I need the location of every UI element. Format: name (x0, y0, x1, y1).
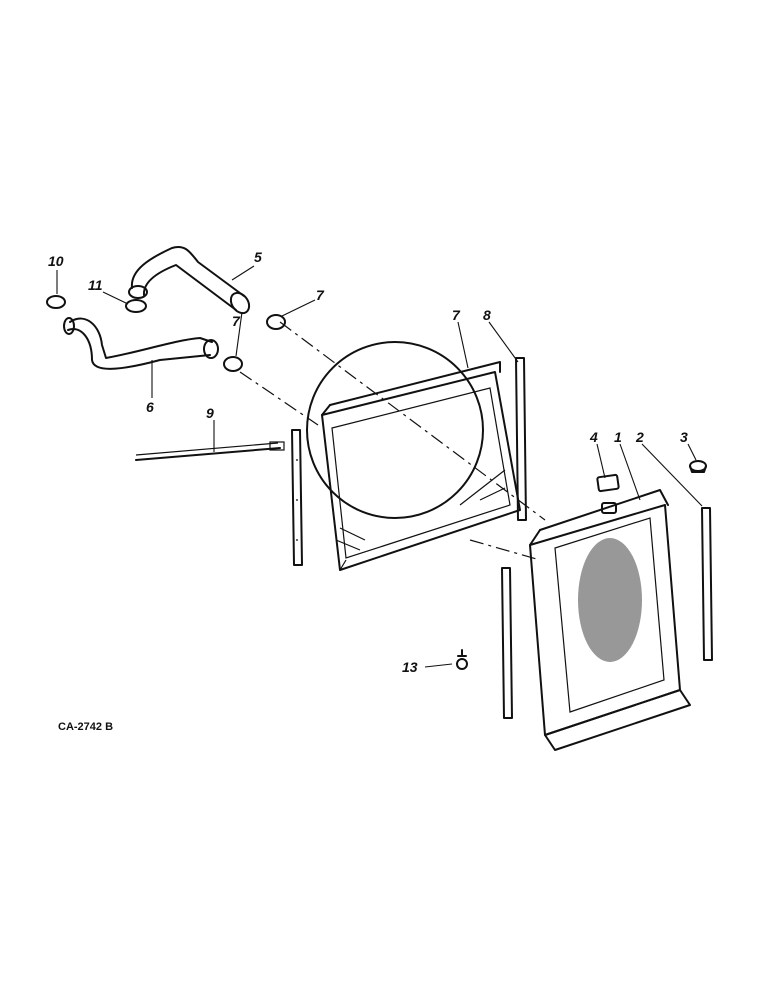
callout-labels: 10 11 5 7 7 6 9 7 8 4 1 2 3 13 (48, 249, 688, 675)
callout-8: 7 (452, 307, 461, 323)
clamp-part-7-upper (266, 314, 286, 330)
callout-1: 1 (614, 429, 622, 445)
callout-12: 11 (88, 277, 103, 293)
hose-clamps (46, 295, 286, 372)
radiator-seal-part-2 (701, 507, 713, 661)
radiator-part-1 (529, 489, 691, 751)
callout-13: 13 (402, 659, 418, 675)
clamp-part-7-lower (223, 356, 243, 372)
drain-cock-part-13 (456, 649, 468, 670)
callout-5: 5 (254, 249, 262, 265)
alignment-lines (239, 321, 546, 561)
callout-6: 6 (146, 399, 154, 415)
radiator-cap-part-3 (689, 460, 707, 473)
callout-9: 8 (483, 307, 491, 323)
callout-10: 9 (206, 405, 214, 421)
gasket-part-4 (596, 473, 620, 493)
upper-hose-part-5 (128, 246, 251, 315)
callout-2: 2 (635, 429, 644, 445)
callout-3: 3 (680, 429, 688, 445)
fan-shroud-part-8 (306, 341, 521, 571)
shroud-seal-part-9 (515, 357, 527, 521)
lower-hose-part-6 (63, 317, 219, 370)
callout-7-lower: 7 (232, 313, 241, 329)
clamp-part-12 (125, 299, 147, 313)
callout-11: 10 (48, 253, 64, 269)
callout-4: 4 (589, 429, 598, 445)
clamp-part-11 (46, 295, 66, 309)
callout-7-upper: 7 (316, 287, 325, 303)
radiator-left-seal (501, 567, 513, 719)
leader-lines (56, 265, 703, 668)
left-seal-strip (291, 429, 303, 566)
support-rod-part-10 (135, 441, 285, 461)
figure-reference-code: CA-2742 B (58, 721, 113, 733)
